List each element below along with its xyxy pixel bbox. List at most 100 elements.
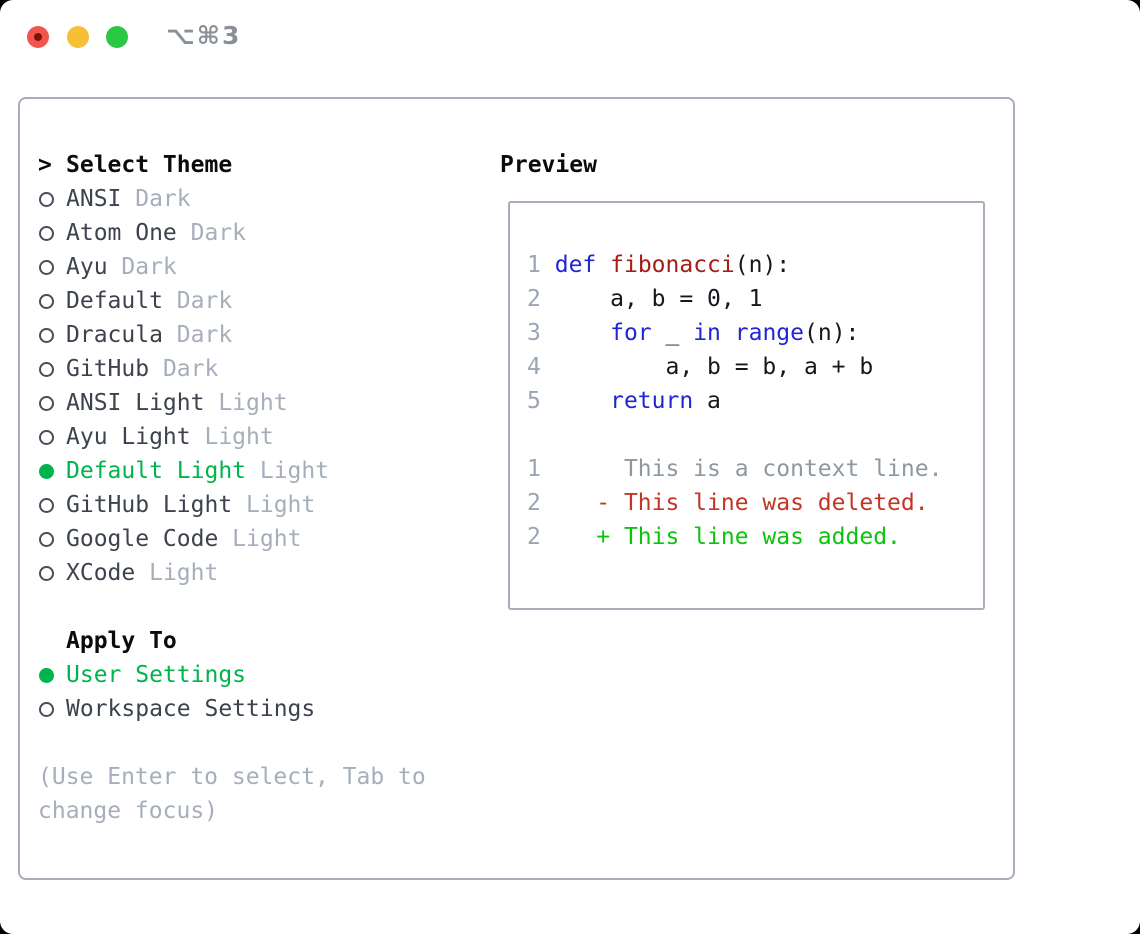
radio-selected-icon xyxy=(39,463,54,479)
code-segment xyxy=(541,524,596,550)
preview-title: Preview xyxy=(500,152,597,178)
theme-item-xcode[interactable]: XCode Light xyxy=(38,556,426,590)
theme-variant-tag: Dark xyxy=(107,254,177,280)
theme-variant-tag: Dark xyxy=(121,186,191,212)
code-segment xyxy=(541,320,610,346)
theme-item-github-light[interactable]: GitHub Light Light xyxy=(38,488,426,522)
apply-to-title: Apply To xyxy=(66,628,177,654)
code-line: 2 - This line was deleted. xyxy=(527,486,983,520)
theme-name: Dracula xyxy=(66,322,163,348)
spacer-row xyxy=(38,590,426,624)
theme-item-ansi-light[interactable]: ANSI Light Light xyxy=(38,386,426,420)
radio-unselected-icon xyxy=(39,259,54,275)
code-segment xyxy=(541,490,596,516)
close-dot-icon xyxy=(34,33,42,41)
hint-text-line2: change focus) xyxy=(38,798,219,824)
theme-variant-tag: Light xyxy=(204,390,288,416)
code-segment xyxy=(541,252,555,278)
code-line: 4 a, b = b, a + b xyxy=(527,350,983,384)
radio-marker xyxy=(38,463,66,479)
select-theme-header-row: > Select Theme xyxy=(38,148,426,182)
maximize-button[interactable] xyxy=(106,26,128,48)
code-segment: 5 xyxy=(527,388,541,414)
radio-marker xyxy=(38,293,66,309)
code-segment: def xyxy=(554,252,597,278)
theme-item-ansi[interactable]: ANSI Dark xyxy=(38,182,426,216)
theme-item-ayu-light[interactable]: Ayu Light Light xyxy=(38,420,426,454)
radio-marker xyxy=(38,225,66,241)
theme-item-dracula[interactable]: Dracula Dark xyxy=(38,318,426,352)
radio-unselected-icon xyxy=(39,429,54,445)
code-segment: (n): xyxy=(804,320,860,346)
code-segment: 2 xyxy=(527,524,541,550)
radio-marker xyxy=(38,701,66,717)
theme-name: Atom One xyxy=(66,220,177,246)
code-line: 3 for _ in range(n): xyxy=(527,316,983,350)
code-segment: + This line was added. xyxy=(596,524,901,550)
code-segment xyxy=(721,320,735,346)
code-line: 2 + This line was added. xyxy=(527,520,983,554)
code-line: 2 a, b = 0, 1 xyxy=(527,282,983,316)
code-segment: fibonacci xyxy=(610,252,735,278)
code-line: 1 This is a context line. xyxy=(527,452,983,486)
radio-marker xyxy=(38,191,66,207)
code-segment: a, b = 0, 1 xyxy=(540,286,763,312)
radio-marker xyxy=(38,259,66,275)
theme-name: XCode xyxy=(66,560,136,586)
radio-unselected-icon xyxy=(39,531,54,547)
spacer-row xyxy=(38,726,426,760)
apply-option-workspace-settings[interactable]: Workspace Settings xyxy=(38,692,426,726)
theme-name: ANSI Light xyxy=(66,390,205,416)
theme-item-default[interactable]: Default Dark xyxy=(38,284,426,318)
theme-name: Default Light xyxy=(66,458,247,484)
theme-variant-tag: Dark xyxy=(176,220,247,246)
radio-marker xyxy=(38,429,66,445)
theme-variant-tag: Light xyxy=(246,458,330,484)
radio-marker xyxy=(38,361,66,377)
code-segment xyxy=(596,252,610,278)
prompt-icon: > xyxy=(38,152,52,178)
code-segment: _ xyxy=(651,320,694,346)
close-button[interactable] xyxy=(27,26,49,48)
code-segment xyxy=(541,388,610,414)
radio-marker xyxy=(38,395,66,411)
minimize-button[interactable] xyxy=(67,26,89,48)
radio-unselected-icon xyxy=(39,361,54,377)
code-segment: 2 xyxy=(527,286,541,312)
code-segment: - This line was deleted. xyxy=(596,490,929,516)
radio-unselected-icon xyxy=(39,395,54,411)
theme-item-default-light[interactable]: Default Light Light xyxy=(38,454,426,488)
apply-option-user-settings[interactable]: User Settings xyxy=(38,658,426,692)
hint-text-line1: (Use Enter to select, Tab to xyxy=(38,764,426,790)
code-segment: in xyxy=(693,320,721,346)
theme-name: Google Code xyxy=(66,526,219,552)
code-line: 1 def fibonacci(n): xyxy=(527,248,983,282)
radio-unselected-icon xyxy=(39,565,54,581)
apply-option-label: User Settings xyxy=(66,662,247,688)
radio-unselected-icon xyxy=(39,327,54,343)
radio-marker xyxy=(38,667,66,683)
theme-item-google-code[interactable]: Google Code Light xyxy=(38,522,426,556)
radio-unselected-icon xyxy=(39,293,54,309)
theme-name: GitHub xyxy=(66,356,150,382)
theme-name: Ayu xyxy=(66,254,108,280)
theme-variant-tag: Light xyxy=(232,492,316,518)
radio-unselected-icon xyxy=(39,191,54,207)
code-segment: for xyxy=(610,320,652,346)
theme-variant-tag: Light xyxy=(190,424,274,450)
select-theme-title: Select Theme xyxy=(66,152,233,178)
apply-to-header-row: Apply To xyxy=(38,624,426,658)
theme-item-ayu[interactable]: Ayu Dark xyxy=(38,250,426,284)
radio-selected-icon xyxy=(39,667,54,683)
code-segment: range xyxy=(734,320,805,346)
theme-item-atom-one[interactable]: Atom One Dark xyxy=(38,216,426,250)
theme-item-github[interactable]: GitHub Dark xyxy=(38,352,426,386)
code-segment: 2 xyxy=(527,490,541,516)
theme-variant-tag: Light xyxy=(135,560,219,586)
